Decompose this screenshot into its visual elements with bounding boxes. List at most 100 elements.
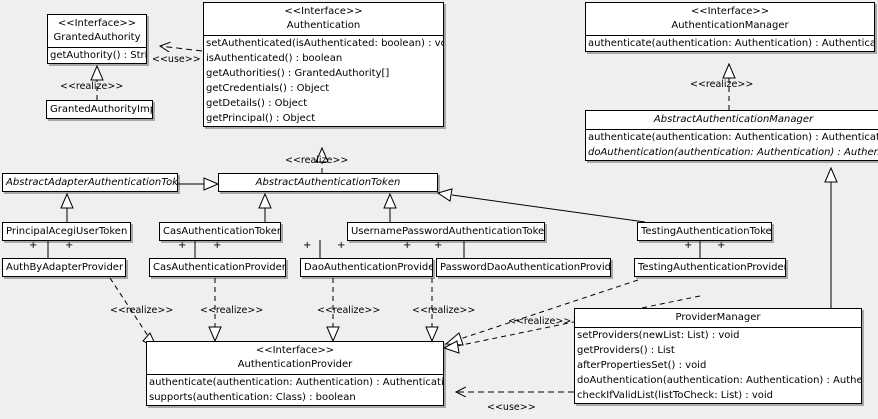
association-mark: + [303,240,312,251]
edge-testingauthenticationtoken-extends-abstractauthenticationtoken [436,188,646,223]
class-name: UsernamePasswordAuthenticationToken [351,226,544,237]
class-dao-authentication-provider[interactable]: DaoAuthenticationProvider [300,258,433,277]
class-name: AuthByAdapterProvider [6,262,124,273]
class-header: <<Interface>> AuthenticationProvider [147,342,443,374]
association-mark: + [684,240,693,251]
edge-label-realize-grantedauthorityimpl: <<realize>> [60,81,124,92]
class-password-dao-authentication-provider[interactable]: PasswordDaoAuthenticationProvider [436,258,611,277]
association-mark: + [717,240,726,251]
class-name: TestingAuthenticationProvider [638,262,785,273]
class-header: AbstractAdapterAuthenticationToken [3,174,177,191]
class-granted-authority-impl[interactable]: GrantedAuthorityImpl [46,100,153,119]
edge-label-realize-provider-3: <<realize>> [317,305,381,316]
class-header: PrincipalAcegiUserToken [3,223,130,240]
class-stereotype: <<Interface>> [690,6,770,17]
class-name: TestingAuthenticationToken [641,226,771,237]
operations-compartment: setProviders(newList: List) : void getPr… [575,328,861,403]
class-header: PasswordDaoAuthenticationProvider [437,259,610,276]
class-abstract-authentication-token[interactable]: AbstractAuthenticationToken [218,173,438,192]
divider [147,374,443,375]
edge-usernamepasswordtoken-extends-abstractauthenticationtoken [383,192,397,222]
operation: afterPropertiesSet() : void [577,360,707,371]
association-mark: + [29,240,38,251]
operation: isAuthenticated() : boolean [206,53,343,64]
operation: supports(authentication: Class) : boolea… [149,392,356,403]
association-mark: + [337,240,346,251]
class-name: GrantedAuthority [53,32,141,43]
class-testing-authentication-provider[interactable]: TestingAuthenticationProvider [634,258,786,277]
class-provider-manager[interactable]: ProviderManager setProviders(newList: Li… [574,308,862,404]
class-name: ProviderManager [675,312,761,323]
association-mark: + [65,240,74,251]
operation: getAuthorities() : GrantedAuthority[] [206,68,390,79]
divider [575,327,861,328]
edge-label-use-providermanager: <<use>> [487,402,536,413]
operation: setProviders(newList: List) : void [577,330,740,341]
class-header: CasAuthenticationToken [160,223,280,240]
operation: authenticate(authentication: Authenticat… [588,38,874,49]
divider [586,35,874,36]
class-cas-authentication-provider[interactable]: CasAuthenticationProvider [149,258,286,277]
operation: checkIfValidList(listToCheck: List) : vo… [577,390,774,401]
class-header: AuthByAdapterProvider [3,259,125,276]
operation: authenticate(authentication: Authenticat… [149,377,443,388]
class-principal-acegi-user-token[interactable]: PrincipalAcegiUserToken [2,222,131,241]
class-header: CasAuthenticationProvider [150,259,285,276]
edge-principalacegiusertoken-extends-abstractadapter [60,192,74,222]
edge-label-realize-provider-4: <<realize>> [412,305,476,316]
class-name: PasswordDaoAuthenticationProvider [440,262,610,273]
class-name: AbstractAuthenticationToken [255,177,401,188]
edge-label-realize-providermanager: <<realize>> [508,316,572,327]
divider [204,35,443,36]
edge-label-use-authentication: <<use>> [152,54,201,65]
class-header: GrantedAuthorityImpl [47,101,152,118]
edge-label-realize-authenticationmanager: <<realize>> [690,79,754,90]
class-stereotype: <<Interface>> [284,6,363,17]
class-header: <<Interface>> Authentication [204,3,443,35]
operations-compartment: authenticate(authentication: Authenticat… [147,375,443,405]
class-cas-authentication-token[interactable]: CasAuthenticationToken [159,222,281,241]
class-abstract-authentication-manager[interactable]: AbstractAuthenticationManager authentica… [585,110,878,161]
class-name: AbstractAdapterAuthenticationToken [6,177,177,188]
operation: setAuthenticated(isAuthenticated: boolea… [206,38,443,49]
association-mark: + [434,240,443,251]
operation: authenticate(authentication: Authenticat… [588,132,878,143]
edge-authentication-uses-grantedauthority [160,46,203,51]
class-name: GrantedAuthorityImpl [50,104,152,115]
class-header: AbstractAuthenticationToken [219,174,437,191]
class-name: CasAuthenticationProvider [153,262,285,273]
class-name: AuthenticationManager [671,20,789,31]
operation: doAuthentication(authentication: Authent… [588,147,878,158]
operations-compartment: setAuthenticated(isAuthenticated: boolea… [204,36,443,126]
operations-compartment: getAuthority() : String [48,48,146,63]
edge-label-realize-authenticationtoken: <<realize>> [285,155,349,166]
operation: doAuthentication(authentication: Authent… [577,375,861,386]
class-name: AbstractAuthenticationManager [653,114,814,125]
class-abstract-adapter-authentication-token[interactable]: AbstractAdapterAuthenticationToken [2,173,178,192]
class-name: PrincipalAcegiUserToken [6,226,128,237]
class-authentication[interactable]: <<Interface>> Authentication setAuthenti… [203,2,444,127]
class-testing-authentication-token[interactable]: TestingAuthenticationToken [637,222,772,241]
operations-compartment: authenticate(authentication: Authenticat… [586,130,878,160]
class-header: ProviderManager [575,309,861,327]
divider [48,47,146,48]
association-mark: + [178,240,187,251]
association-mark: + [213,240,222,251]
class-granted-authority[interactable]: <<Interface>> GrantedAuthority getAuthor… [47,14,147,64]
class-authentication-provider[interactable]: <<Interface>> AuthenticationProvider aut… [146,341,444,406]
class-authentication-manager[interactable]: <<Interface>> AuthenticationManager auth… [585,2,875,52]
edge-label-realize-provider-1: <<realize>> [110,305,174,316]
operations-compartment: authenticate(authentication: Authenticat… [586,36,874,51]
class-header: TestingAuthenticationProvider [635,259,785,276]
class-name: AuthenticationProvider [237,359,353,370]
divider [586,129,878,130]
edge-providermanager-extends-abstractauthenticationmanager [824,166,838,308]
class-header: AbstractAuthenticationManager [586,111,878,129]
class-stereotype: <<Interface>> [57,18,137,29]
edge-abstractadapter-extends-abstractauthenticationtoken [178,177,220,191]
class-name: Authentication [286,20,361,31]
class-auth-by-adapter-provider[interactable]: AuthByAdapterProvider [2,258,126,277]
class-header: DaoAuthenticationProvider [301,259,432,276]
class-username-password-authentication-token[interactable]: UsernamePasswordAuthenticationToken [347,222,545,241]
